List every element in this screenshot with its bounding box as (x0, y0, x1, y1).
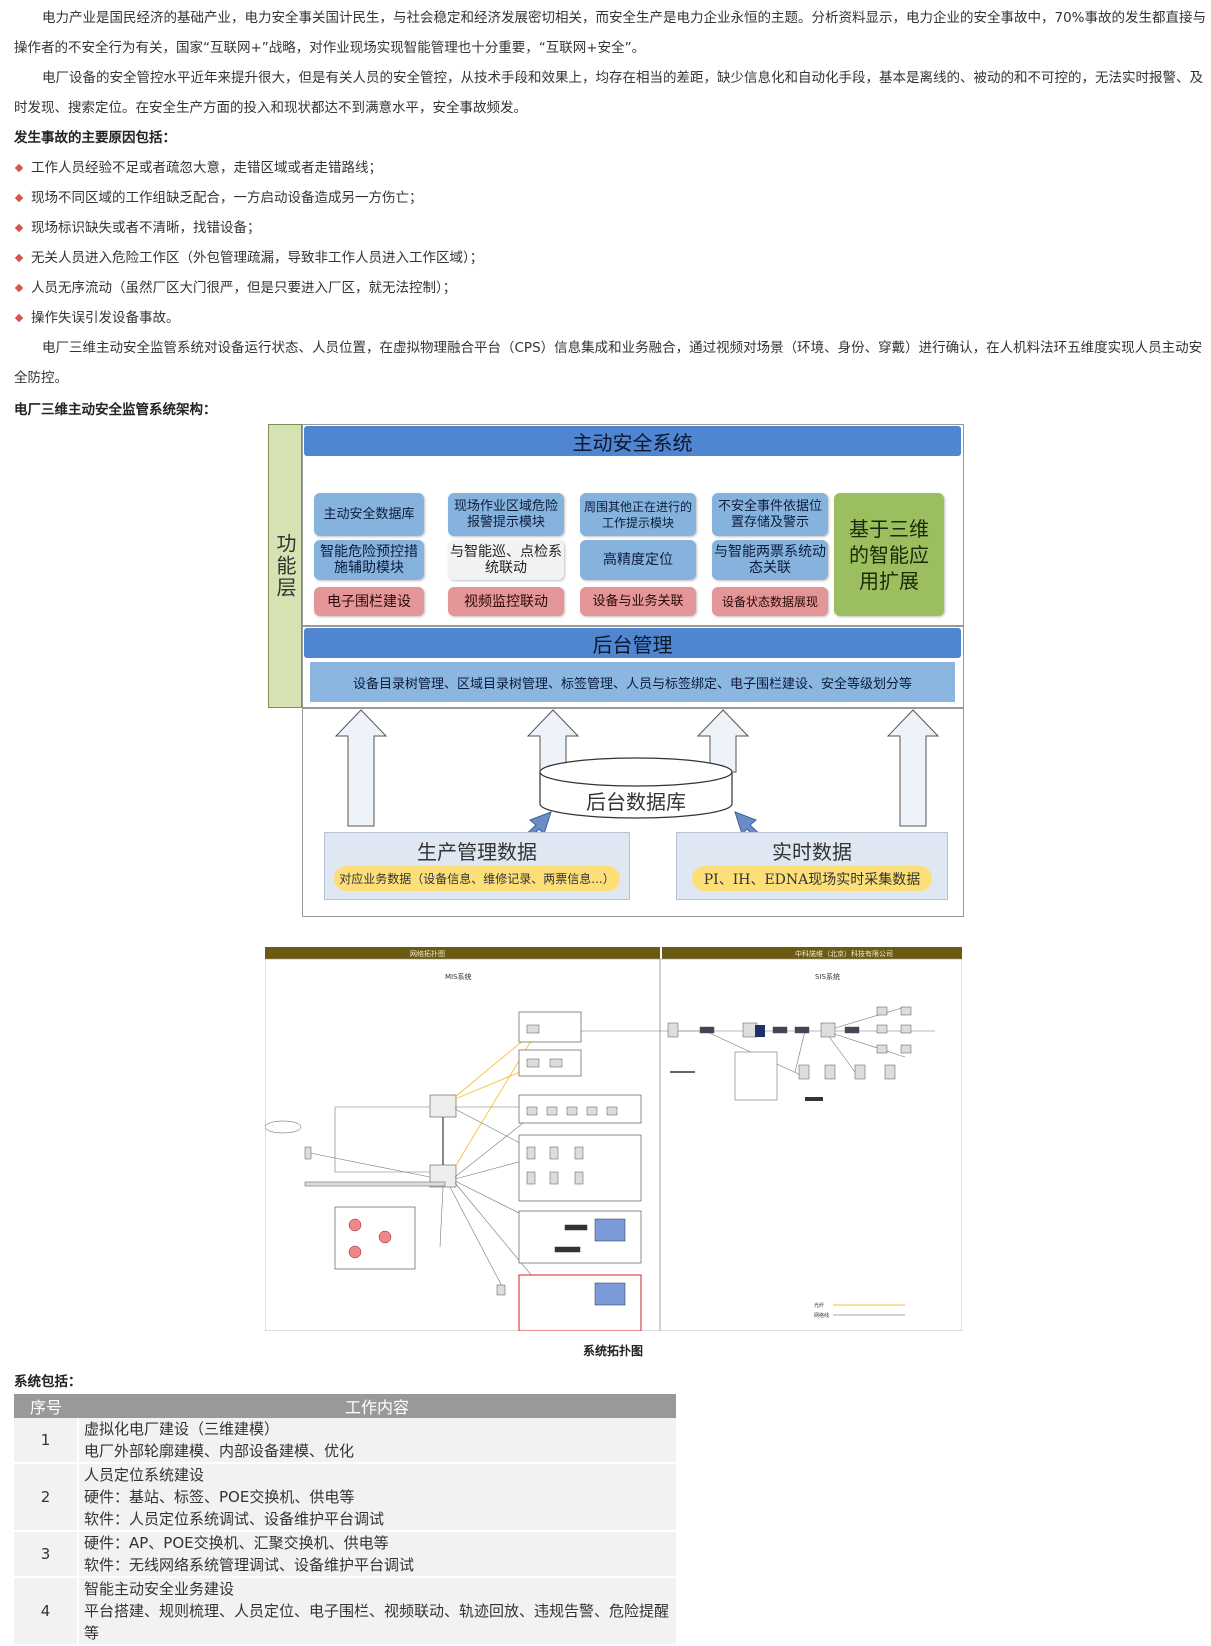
intro-paragraph-2: 电厂设备的安全管控水平近年来提升很大，但是有关人员的安全管控，从技术手段和效果上… (14, 70, 1203, 116)
row-content: 智能主动安全业务建设平台搭建、规则梳理、人员定位、电子围栏、视频联动、轨迹回放、… (77, 1577, 676, 1646)
production-data-items: 对应业务数据（设备信息、维修记录、两票信息...） (334, 866, 620, 891)
row-content: 硬件：AP、POE交换机、汇聚交换机、供电等软件：无线网络系统管理调试、设备维护… (77, 1531, 676, 1578)
table-header-no: 序号 (14, 1394, 78, 1418)
module-unsafe-event-storage: 不安全事件依据位置存储及警示 (712, 493, 828, 536)
intro-paragraph-1: 电力产业是国民经济的基础产业，电力安全事关国计民生，与社会稳定和经济发展密切相关… (14, 10, 1207, 56)
database-icon (539, 757, 733, 819)
bullet-icon (14, 313, 24, 323)
legend-fiber: 光纤 (814, 1302, 824, 1309)
content-line: 智能主动安全业务建设 (84, 1580, 235, 1598)
work-content-table: 序号 工作内容 1 虚拟化电厂建设（三维建模） 电厂外部轮廓建模、内部设备建模、优化… (14, 1394, 676, 1646)
active-safety-title: 主动安全系统 (304, 426, 961, 456)
module-high-precision-positioning: 高精度定位 (580, 540, 696, 580)
module-inspection-linkage: 与智能巡、点检系统联动 (448, 540, 564, 580)
row-content: 人员定位系统建设硬件：基站、标签、POE交换机、供电等软件：人员定位系统调试、设… (77, 1463, 676, 1532)
causes-heading: 发生事故的主要原因包括： (14, 130, 176, 146)
sis-system-label: SIS系统 (815, 972, 840, 981)
backend-items: 设备目录树管理、区域目录树管理、标签管理、人员与标签绑定、电子围栏建设、安全等级… (310, 662, 955, 702)
topology-caption: 系统拓扑图 (583, 1344, 644, 1358)
row-number: 3 (14, 1531, 78, 1578)
bullet-icon (14, 283, 24, 293)
bullet-icon (14, 223, 24, 233)
production-data-title: 生产管理数据 (417, 839, 537, 864)
module-risk-control-assist: 智能危险预控措施辅助模块 (314, 540, 424, 580)
bullet-icon (14, 193, 24, 203)
list-item: 现场标识缺失或者不清晰，找错设备； (14, 213, 483, 243)
module-electronic-fence: 电子围栏建设 (314, 587, 424, 616)
content-line: 平台搭建、规则梳理、人员定位、电子围栏、视频联动、轨迹回放、违规告警、危险提醒等 (84, 1602, 670, 1642)
list-item: 人员无序流动（虽然厂区大门很严，但是只要进入厂区，就无法控制）； (14, 273, 483, 303)
mis-system-label: MIS系统 (445, 972, 472, 981)
content-line: 虚拟化电厂建设（三维建模） (84, 1420, 280, 1438)
core-switch-icon (429, 1094, 457, 1188)
network-topology-diagram: 网络拓扑图 中科諾维（北京）科技有限公司 MIS系统 SIS系统 (264, 947, 963, 1332)
up-arrow-icon (886, 709, 940, 827)
topology-header-right: 中科諾维（北京）科技有限公司 (795, 949, 893, 958)
list-item: 工作人员经验不足或者疏忽大意，走错区域或者走错路线； (14, 153, 483, 183)
causes-list: 工作人员经验不足或者疏忽大意，走错区域或者走错路线； 现场不同区域的工作组缺乏配… (14, 153, 483, 333)
module-device-business-link: 设备与业务关联 (580, 587, 696, 616)
system-includes-heading: 系统包括： (14, 1374, 82, 1390)
table-row: 1 虚拟化电厂建设（三维建模） 电厂外部轮廓建模、内部设备建模、优化 (14, 1418, 676, 1464)
module-two-ticket-linkage: 与智能两票系统动态关联 (712, 540, 828, 580)
function-layer-label: 功能层 (268, 424, 302, 708)
backend-db-label: 后台数据库 (586, 789, 686, 814)
system-description: 电厂三维主动安全监管系统对设备运行状态、人员位置，在虚拟物理融合平台（CPS）信… (14, 340, 1203, 386)
row-number: 2 (14, 1463, 78, 1532)
module-area-danger-alarm: 现场作业区域危险报警提示模块 (448, 493, 564, 536)
backend-title: 后台管理 (304, 628, 961, 658)
content-line: 软件：人员定位系统调试、设备维护平台调试 (84, 1510, 385, 1528)
module-video-linkage: 视频监控联动 (448, 587, 564, 616)
row-number: 4 (14, 1577, 78, 1646)
realtime-data-items: PI、IH、EDNA现场实时采集数据 (692, 866, 932, 891)
bullet-icon (14, 253, 24, 263)
list-item: 操作失误引发设备事故。 (14, 303, 483, 333)
up-arrow-icon (334, 709, 388, 827)
content-line: 软件：无线网络系统管理调试、设备维护平台调试 (84, 1556, 415, 1574)
content-line: 电厂外部轮廓建模、内部设备建模、优化 (84, 1442, 355, 1460)
legend-network-cable: 网络线 (814, 1312, 829, 1319)
table-header-content: 工作内容 (78, 1394, 676, 1418)
content-line: 硬件：AP、POE交换机、汇聚交换机、供电等 (84, 1534, 389, 1552)
module-device-status-display: 设备状态数据展现 (712, 587, 828, 616)
realtime-data-title: 实时数据 (772, 839, 852, 864)
row-number: 1 (14, 1418, 78, 1464)
architecture-diagram: 功能层 主动安全系统 主动安全数据库 智能危险预控措施辅助模块 电子围栏建设 现… (268, 424, 964, 917)
module-nearby-work-alert: 周围其他正在进行的工作提示模块 (580, 493, 696, 536)
3d-extension-box: 基于三维的智能应用扩展 (834, 493, 944, 616)
list-item: 现场不同区域的工作组缺乏配合，一方启动设备造成另一方伤亡； (14, 183, 483, 213)
bullet-icon (14, 163, 24, 173)
data-flow-graphics (334, 709, 940, 847)
content-line: 人员定位系统建设 (84, 1466, 205, 1484)
list-item: 无关人员进入危险工作区（外包管理疏漏，导致非工作人员进入工作区域）； (14, 243, 483, 273)
topology-header-left: 网络拓扑图 (410, 949, 445, 958)
row-content: 虚拟化电厂建设（三维建模） 电厂外部轮廓建模、内部设备建模、优化 (77, 1418, 676, 1464)
content-line: 硬件：基站、标签、POE交换机、供电等 (84, 1488, 355, 1506)
module-active-safety-db: 主动安全数据库 (314, 493, 424, 536)
architecture-heading: 电厂三维主动安全监管系统架构： (14, 402, 217, 418)
